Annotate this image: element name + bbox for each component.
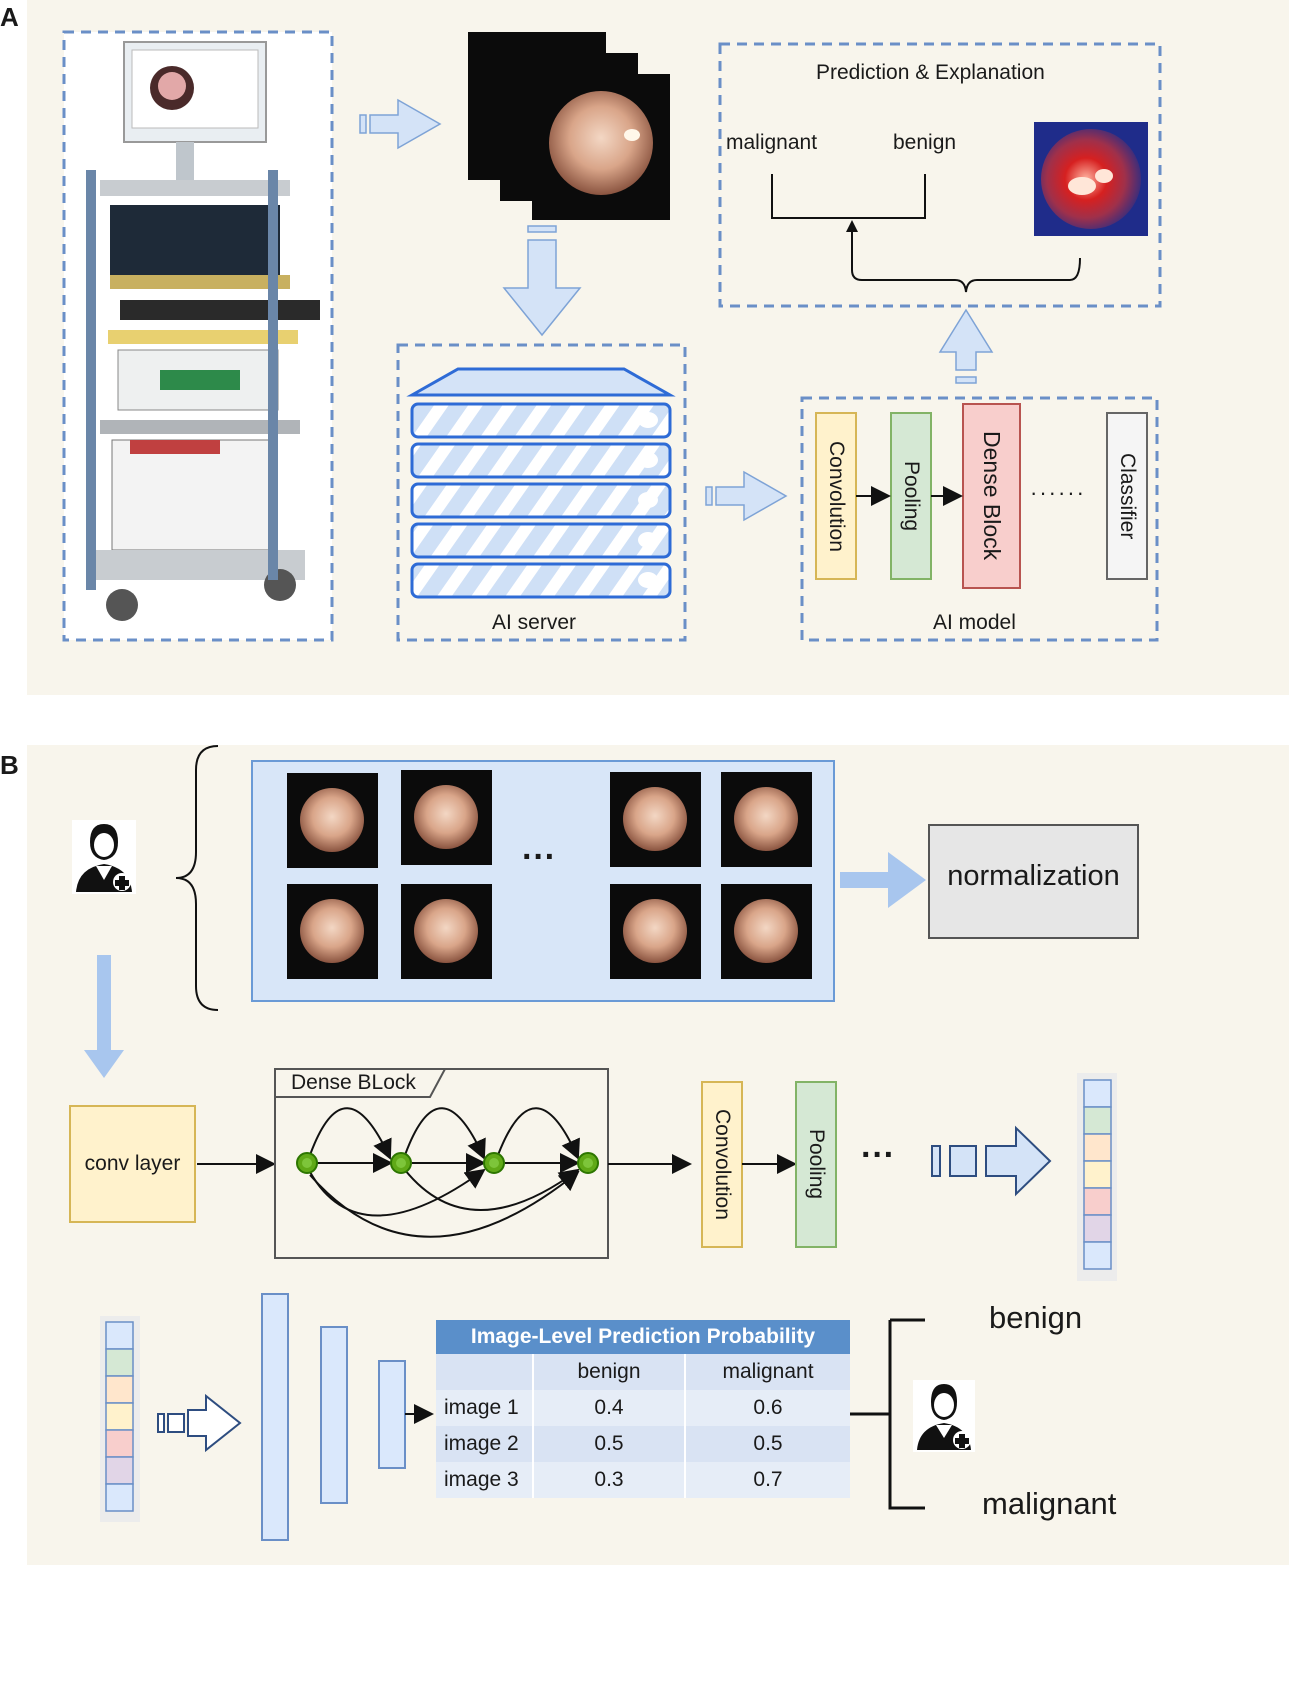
- table-row: image 3 0.3 0.7: [436, 1462, 850, 1498]
- b-convolution-label: Convolution: [711, 1109, 734, 1220]
- table-cell-malignant: 0.7: [684, 1462, 850, 1498]
- model-convolution-block: [815, 412, 857, 580]
- arrow-model-to-prediction: [938, 308, 994, 384]
- endoscopy-image-stack: [468, 32, 670, 220]
- arrow-to-feature-vector: [931, 1125, 1052, 1197]
- conv-layer-box: [69, 1105, 196, 1223]
- b-pooling-label: Pooling: [805, 1129, 828, 1200]
- outcome-malignant-label: malignant: [982, 1486, 1117, 1521]
- table-cell-malignant: 0.5: [684, 1426, 850, 1462]
- model-convolution-label: Convolution: [825, 440, 848, 552]
- panel-a-letter: A: [0, 2, 19, 32]
- server-icon: [406, 367, 676, 599]
- model-pooling-block: [890, 412, 932, 580]
- fc-layer-1: [261, 1293, 289, 1541]
- heatmap-explanation-image: [1034, 122, 1148, 236]
- arrow-images-to-server: [502, 225, 582, 337]
- image-grid-thumbnails: [287, 770, 812, 979]
- table-cell-image: image 3: [436, 1462, 533, 1498]
- prediction-probability-table: Image-Level Prediction Probability benig…: [436, 1320, 850, 1498]
- dense-block-nodes: [296, 1152, 599, 1174]
- outcome-benign-label: benign: [989, 1300, 1083, 1335]
- dense-block-tab: [275, 1068, 447, 1098]
- arrow-device-to-images: [359, 98, 442, 150]
- b-pooling-block: [795, 1081, 837, 1248]
- image-group-brace: [175, 745, 219, 1011]
- dense-block-connections: [309, 1107, 580, 1238]
- image-grid-ellipsis: ···: [522, 838, 556, 876]
- table-cell-malignant: 0.6: [684, 1390, 850, 1426]
- table-col-malignant: malignant: [684, 1354, 850, 1390]
- prediction-brace: [851, 222, 1081, 293]
- table-title: Image-Level Prediction Probability: [436, 1320, 850, 1354]
- doctor-icon: [72, 820, 136, 894]
- normalization-label: normalization: [947, 860, 1120, 892]
- prediction-box: [718, 42, 1162, 308]
- doctor-icon-result: [913, 1380, 975, 1452]
- model-pooling-label: Pooling: [900, 460, 923, 532]
- model-classifier-label: Classifier: [1116, 452, 1139, 540]
- fc-layer-3: [378, 1360, 406, 1469]
- panel-b-letter: B: [0, 750, 19, 780]
- table-cell-benign: 0.5: [532, 1426, 685, 1462]
- table-col-empty: [436, 1354, 533, 1390]
- normalization-box: [928, 824, 1139, 939]
- table-cell-benign: 0.3: [532, 1462, 685, 1498]
- dense-block-label: Dense BLock: [291, 1071, 416, 1094]
- prediction-title: Prediction & Explanation: [816, 61, 1045, 84]
- arrow-server-to-model: [705, 470, 788, 522]
- arrow-to-fc-layers: [157, 1393, 242, 1453]
- model-dense-block: [962, 403, 1021, 589]
- ai-model-label: AI model: [933, 611, 1016, 634]
- pipeline-dots: ···: [861, 1136, 895, 1174]
- ai-model-box: [800, 396, 1159, 642]
- model-dense-block-label: Dense Block: [979, 431, 1005, 561]
- ai-server-box: [396, 343, 687, 642]
- malignant-label-a: malignant: [726, 131, 818, 154]
- feature-vector-left: [100, 1316, 140, 1522]
- conv-layer-label: conv layer: [84, 1152, 181, 1175]
- benign-label-a: benign: [893, 131, 957, 154]
- arrow-down-to-conv: [84, 955, 124, 1078]
- table-cell-image: image 1: [436, 1390, 533, 1426]
- fc-layer-2: [320, 1326, 348, 1504]
- b-convolution-block: [701, 1081, 743, 1248]
- decision-bracket: [850, 1318, 925, 1510]
- table-row: image 1 0.4 0.6: [436, 1390, 850, 1426]
- prediction-bracket: [771, 174, 926, 219]
- table-col-benign: benign: [532, 1354, 685, 1390]
- table-cell-benign: 0.4: [532, 1390, 685, 1426]
- table-cell-image: image 2: [436, 1426, 533, 1462]
- endoscopy-cart-illustration: [86, 41, 320, 621]
- model-classifier-block: [1106, 412, 1148, 580]
- feature-vector-right: [1077, 1073, 1117, 1281]
- ai-server-label: AI server: [492, 611, 577, 634]
- model-ellipsis: ······: [1030, 480, 1086, 505]
- arrow-to-normalization: [840, 852, 926, 908]
- table-row: image 2 0.5 0.5: [436, 1426, 850, 1462]
